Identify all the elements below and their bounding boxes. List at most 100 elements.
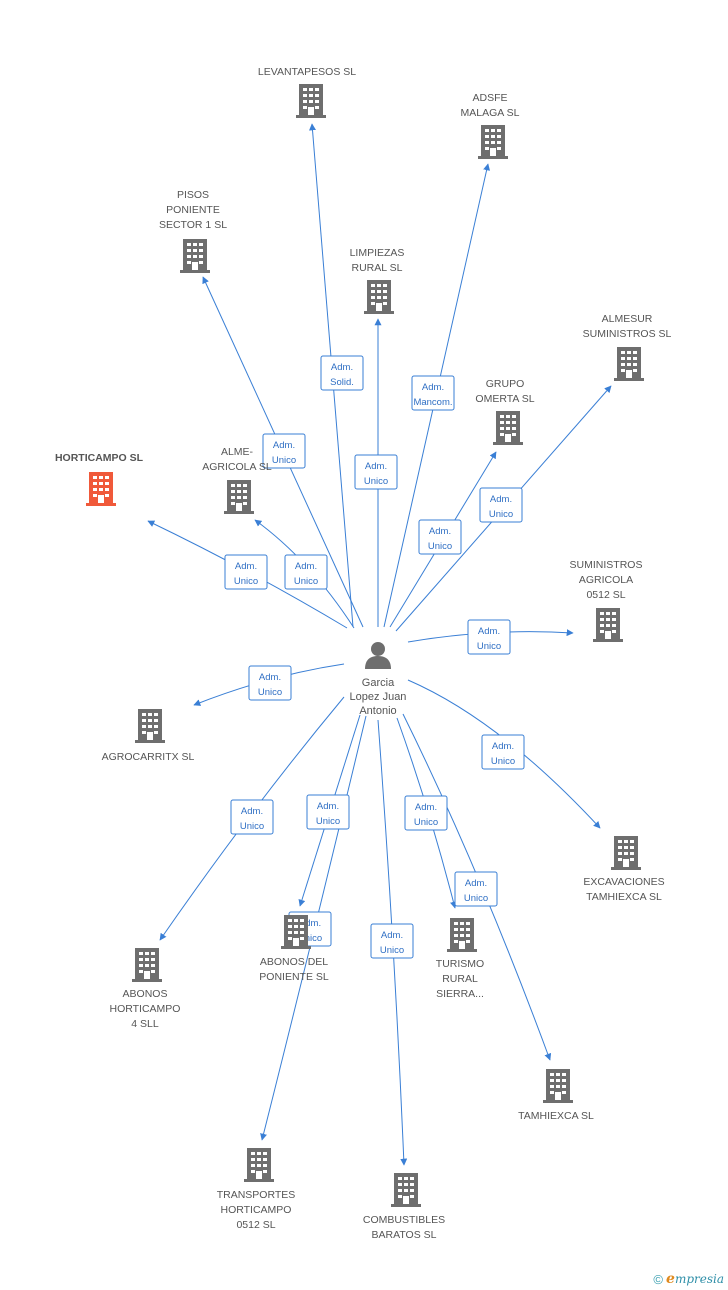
role-text: Adm. <box>429 526 451 537</box>
building-icon <box>493 411 523 445</box>
role-label-adsfe[interactable]: Adm. Mancom. <box>411 375 455 411</box>
building-icon <box>364 280 394 314</box>
building-icon <box>296 84 326 118</box>
company-name-line: SUMINISTROS <box>570 559 643 571</box>
role-label-turismo[interactable]: Adm.Unico <box>404 795 448 831</box>
company-node-tamhiexca[interactable]: TAMHIEXCA SL <box>518 1069 594 1122</box>
building-icon <box>281 915 311 949</box>
role-label-horticampo[interactable]: Adm.Unico <box>224 554 268 590</box>
role-text: Adm. <box>381 930 403 941</box>
role-label-limpiezas[interactable]: Adm.Unico <box>354 454 398 490</box>
company-name-line: ALME- <box>221 446 254 458</box>
company-node-turismo[interactable]: TURISMORURALSIERRA... <box>436 918 484 1000</box>
company-node-almesur[interactable]: ALMESUR SUMINISTROS SL <box>583 313 672 381</box>
company-name-line: RURAL <box>442 973 478 985</box>
company-name-line: 0512 SL <box>586 589 625 601</box>
company-name-line: SIERRA... <box>436 988 484 1000</box>
role-label-suministros[interactable]: Adm. Unico <box>467 619 511 655</box>
company-name-line: PISOS <box>177 189 209 201</box>
company-name-line: COMBUSTIBLES <box>363 1214 445 1226</box>
brand-logo[interactable]: empresia <box>666 1271 724 1287</box>
role-text: Unico <box>258 687 282 698</box>
person-name-line-3: Antonio <box>359 705 396 717</box>
company-name-line: EXCAVACIONES <box>583 876 664 888</box>
building-icon <box>478 125 508 159</box>
role-text: Unico <box>428 541 452 552</box>
company-name-line: LIMPIEZAS <box>350 247 405 259</box>
role-text: Adm. <box>492 741 514 752</box>
company-name-line: AGRICOLA <box>579 574 633 586</box>
company-node-adsfe[interactable]: ADSFE MALAGA SL <box>461 92 520 159</box>
company-name-line: LEVANTAPESOS SL <box>258 66 356 78</box>
company-name-line: PONIENTE <box>166 204 220 216</box>
company-node-combustibles[interactable]: COMBUSTIBLES BARATOS SL <box>363 1173 445 1241</box>
role-text: Unico <box>489 509 513 520</box>
role-label-almesur[interactable]: Adm.Unico <box>479 487 523 523</box>
building-icon <box>132 948 162 982</box>
building-icon <box>244 1148 274 1182</box>
company-name-line: TRANSPORTES <box>217 1189 296 1201</box>
role-label-abonosponiente[interactable]: Adm.Unico <box>306 794 350 830</box>
company-name-line: OMERTA SL <box>475 393 534 405</box>
role-label-pisos[interactable]: Adm.Unico <box>262 433 306 469</box>
company-node-transportes[interactable]: TRANSPORTES HORTICAMPO 0512 SL <box>217 1148 296 1231</box>
role-text: Mancom. <box>413 397 452 408</box>
company-node-pisos[interactable]: PISOS PONIENTE SECTOR 1 SL <box>159 189 227 273</box>
company-name-line: ADSFE <box>472 92 507 104</box>
company-node-grupo[interactable]: GRUPO OMERTA SL <box>475 378 535 445</box>
company-name-line: 0512 SL <box>236 1219 275 1231</box>
role-text: Adm. <box>415 802 437 813</box>
role-text: Adm. <box>273 440 295 451</box>
role-text: Unico <box>464 893 488 904</box>
company-name-line: SUMINISTROS SL <box>583 328 672 340</box>
role-text: Adm. <box>317 801 339 812</box>
role-label-tamhiexca[interactable]: Adm.Unico <box>454 871 498 907</box>
role-text: Unico <box>298 933 322 944</box>
company-name-line: ABONOS <box>123 988 168 1000</box>
person-name-line-1: Garcia <box>362 677 395 689</box>
company-name-line: ABONOS DEL <box>260 956 328 968</box>
company-name-line: GRUPO <box>486 378 525 390</box>
role-text: Adm. <box>478 626 500 637</box>
role-label-abonos4[interactable]: Adm.Unico <box>230 799 274 835</box>
company-node-suministros[interactable]: SUMINISTROS AGRICOLA 0512 SL <box>570 559 643 642</box>
company-node-levantapesos[interactable]: LEVANTAPESOS SL <box>258 66 356 118</box>
building-icon <box>593 608 623 642</box>
company-name-line: BARATOS SL <box>372 1229 437 1241</box>
building-icon <box>611 836 641 870</box>
role-text: Adm. <box>365 461 387 472</box>
company-node-agrocarritx[interactable]: AGROCARRITX SL <box>102 709 195 763</box>
role-text: Unico <box>240 821 264 832</box>
footer-brand: © empresia <box>653 1270 724 1288</box>
company-node-alme[interactable]: ALME-AGRICOLA SL <box>202 446 272 514</box>
person-node[interactable]: Garcia Lopez Juan Antonio <box>350 642 407 717</box>
building-icon <box>224 480 254 514</box>
role-label-levantapesos[interactable]: Adm.Solid. <box>320 355 364 391</box>
role-label-alme[interactable]: Adm.Unico <box>284 554 328 590</box>
building-icon <box>135 709 165 743</box>
company-name-line: HORTICAMPO <box>110 1003 181 1015</box>
company-node-abonosponiente[interactable]: ABONOS DEL PONIENTE SL <box>259 915 329 983</box>
company-name-line: TAMHIEXCA SL <box>518 1110 594 1122</box>
role-text: Adm. <box>422 382 444 393</box>
company-name-line: ALMESUR <box>602 313 653 325</box>
role-label-agrocarritx[interactable]: Adm.Unico <box>248 665 292 701</box>
company-name-line: HORTICAMPO <box>221 1204 292 1216</box>
role-text: Adm. <box>299 918 321 929</box>
role-text: Adm. <box>295 561 317 572</box>
role-text: Unico <box>477 641 501 652</box>
role-label-grupo[interactable]: Adm. Unico <box>418 519 462 555</box>
company-name-line: MALAGA SL <box>461 107 520 119</box>
company-name-line: PONIENTE SL <box>259 971 329 983</box>
company-name-line: SECTOR 1 SL <box>159 219 227 231</box>
company-node-horticampo[interactable]: HORTICAMPO SL <box>55 452 144 506</box>
building-icon <box>391 1173 421 1207</box>
role-label-excavaciones[interactable]: Adm.Unico <box>481 734 525 770</box>
building-icon <box>180 239 210 273</box>
role-label-combustibles[interactable]: Adm.Unico <box>370 923 414 959</box>
person-icon <box>365 642 391 669</box>
